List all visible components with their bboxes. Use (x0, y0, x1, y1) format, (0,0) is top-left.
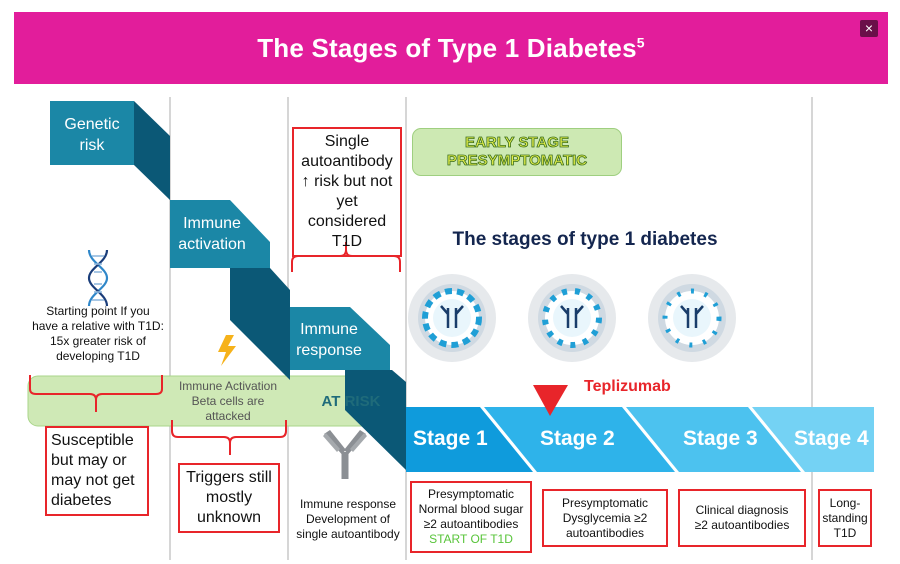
triggers-note: Triggers still mostly unknown (178, 463, 280, 533)
start-of-t1d-label: START OF T1D (429, 532, 513, 546)
staircase (50, 101, 406, 470)
step-immune-response-b (290, 307, 390, 370)
stage-1-description-box: Presymptomatic Normal blood sugar ≥2 aut… (410, 481, 532, 553)
early-stage-label: EARLY STAGE PRESYMPTOMATIC (446, 134, 588, 170)
stage-2-label: Stage 2 (540, 427, 615, 450)
stage-2-description: Presymptomatic Dysglycemia ≥2 autoantibo… (542, 489, 668, 547)
stage-bar (406, 407, 874, 472)
step-genetic-risk (50, 101, 134, 165)
stage-3-label: Stage 3 (683, 427, 758, 450)
beta-cell-icon-2 (528, 274, 616, 362)
stage-1-segment (406, 407, 533, 472)
stage-4-segment (752, 407, 874, 472)
genetic-risk-label: Genetic risk (64, 116, 120, 154)
stage-4-label: Stage 4 (794, 427, 869, 450)
connector-3 (345, 370, 406, 470)
connector-1 (134, 101, 170, 200)
beta-cell-icons (408, 274, 736, 362)
immune-activation-label: Immune activation (178, 215, 246, 253)
early-stage-badge: EARLY STAGE PRESYMPTOMATIC (412, 128, 622, 176)
stages-title: The stages of type 1 diabetes (452, 229, 718, 250)
antibody-icon (323, 430, 367, 479)
stage-3-description: Clinical diagnosis ≥2 autoantibodies (678, 489, 806, 547)
at-risk-label: AT RISK (321, 393, 381, 410)
brackets (29, 242, 401, 455)
page-title: The Stages of Type 1 Diabetes5 (257, 32, 645, 63)
beta-cell-icon-1 (408, 274, 496, 362)
bracket-triggers (171, 420, 287, 455)
dna-icon (87, 249, 109, 307)
immune-response-label: Immune response (296, 321, 362, 359)
single-autoantibody-note: Single autoantibody ↑ risk but not yet c… (292, 127, 402, 257)
immune-activation-band-text: Immune Activation Beta cells are attacke… (178, 379, 278, 423)
bracket-susceptible (29, 375, 163, 412)
stage-4-description: Long-standing T1D (818, 489, 872, 547)
header-banner: The Stages of Type 1 Diabetes5 (14, 12, 888, 84)
teplizumab-marker (533, 385, 568, 416)
stage-1-description: Presymptomatic Normal blood sugar ≥2 aut… (418, 487, 524, 531)
immune-response-description: Immune response Development of single au… (296, 497, 400, 541)
stage-3-segment (626, 407, 801, 472)
stage-2-segment (484, 407, 675, 472)
lightning-icon (218, 335, 236, 366)
connector-2 (230, 268, 290, 380)
beta-cell-icon-3 (648, 274, 736, 362)
stage-1-label: Stage 1 (413, 427, 488, 450)
close-button[interactable]: × (860, 20, 878, 37)
teplizumab-label: Teplizumab (584, 378, 671, 395)
title-superscript: 5 (636, 33, 645, 50)
genetic-risk-description: Starting point If you have a relative wi… (32, 304, 164, 363)
susceptible-note: Susceptible but may or may not get diabe… (45, 426, 149, 516)
step-immune-activation-b (170, 200, 270, 268)
